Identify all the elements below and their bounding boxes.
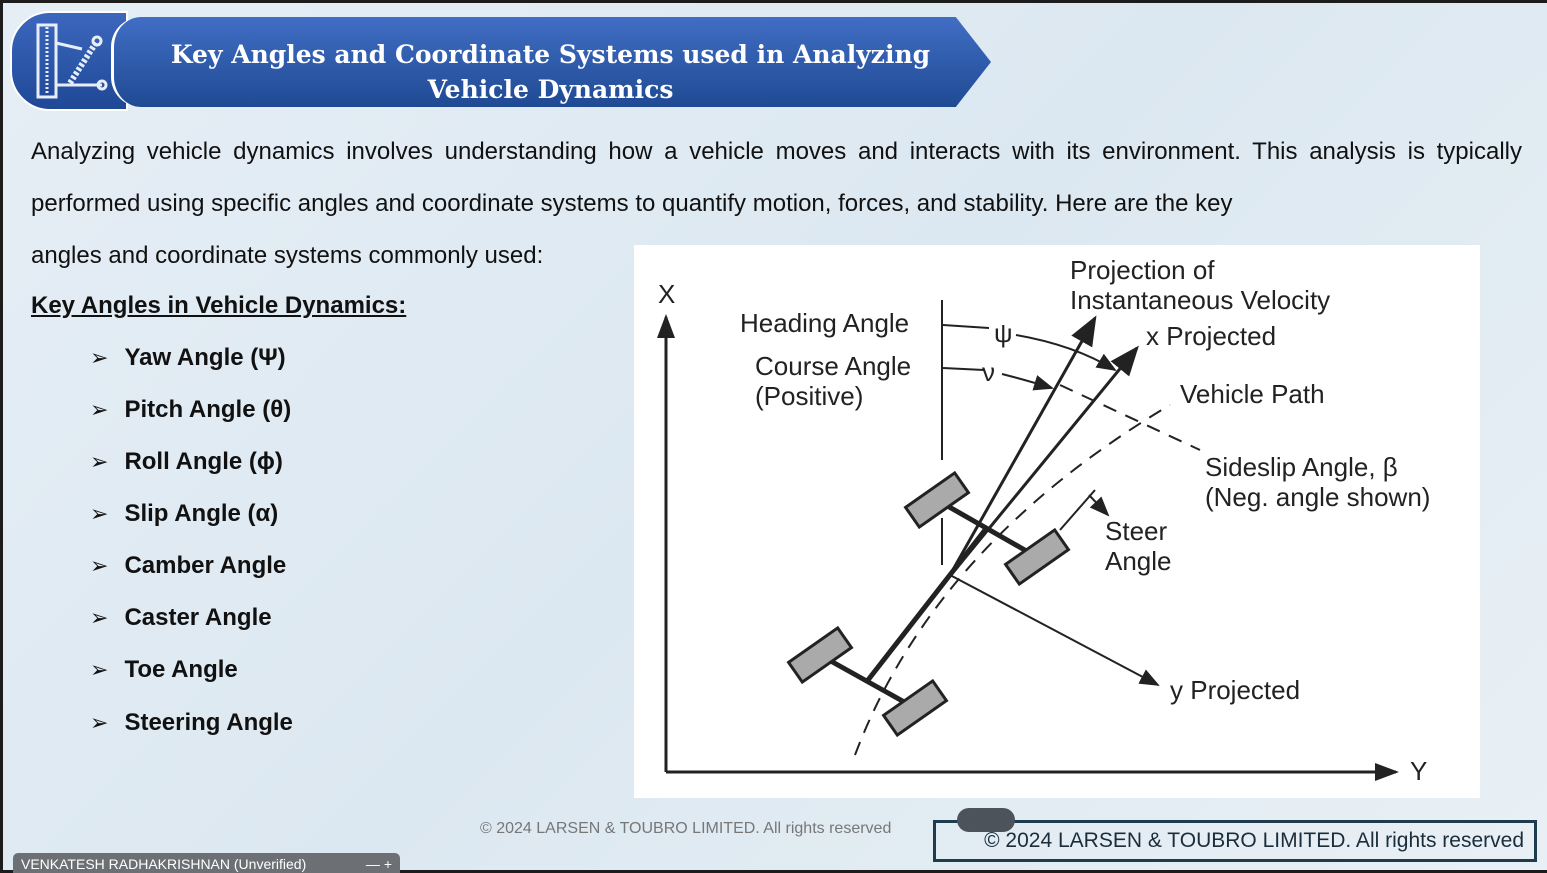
label: x Projected xyxy=(1146,321,1276,351)
y-projected-arrow xyxy=(949,574,1160,686)
steer-arrow xyxy=(1088,494,1110,517)
list-item-label: Toe Angle xyxy=(124,656,238,683)
minimize-icon[interactable]: — xyxy=(365,856,380,872)
add-icon[interactable]: + xyxy=(383,856,392,872)
front-axle xyxy=(935,497,1039,560)
label: Steer xyxy=(1105,516,1167,546)
list-item-label: Pitch Angle (θ) xyxy=(124,396,292,423)
label: y Projected xyxy=(1170,675,1300,705)
label: Vehicle Path xyxy=(1180,379,1325,409)
list-item-label: Camber Angle xyxy=(124,552,287,579)
suspension-logo-icon xyxy=(10,11,128,111)
list-item: ➢ Slip Angle (α) xyxy=(90,500,278,528)
list-item-label: Caster Angle xyxy=(124,604,272,631)
arrow-bullet-icon: ➢ xyxy=(90,553,109,579)
list-item: ➢ Roll Angle (ϕ) xyxy=(90,448,283,476)
x-axis-label: X xyxy=(658,279,675,309)
vehicle-path xyxy=(854,404,1171,756)
arrow-bullet-icon: ➢ xyxy=(90,501,109,527)
vehicle-centerline xyxy=(866,528,987,682)
y-axis-label: Y xyxy=(1410,756,1427,786)
label: (Neg. angle shown) xyxy=(1205,482,1430,512)
wheel xyxy=(1003,527,1071,587)
intro-paragraph-end: angles and coordinate systems commonly u… xyxy=(31,242,544,269)
course-angle-arc xyxy=(1001,373,1054,391)
label: Sideslip Angle, β xyxy=(1205,452,1398,482)
rear-axle xyxy=(818,652,917,711)
page-title: Key Angles and Coordinate Systems used i… xyxy=(170,40,931,104)
label: ψ xyxy=(994,318,1013,348)
toggle-handle[interactable] xyxy=(957,808,1015,832)
heading-line xyxy=(948,315,1097,576)
arrow-bullet-icon: ➢ xyxy=(90,605,109,631)
label: ν xyxy=(982,357,995,387)
participant-name-tag[interactable]: VENKATESH RADHAKRISHNAN (Unverified) — + xyxy=(13,853,400,873)
footer-copyright-faint: © 2024 LARSEN & TOUBRO LIMITED. All righ… xyxy=(480,820,892,837)
label: Instantaneous Velocity xyxy=(1070,285,1330,315)
label: Course Angle xyxy=(755,351,911,381)
steer-line xyxy=(1059,489,1096,531)
intro-paragraph: Analyzing vehicle dynamics involves unde… xyxy=(31,138,1522,217)
arrow-bullet-icon: ➢ xyxy=(90,345,109,371)
list-item: ➢ Steering Angle xyxy=(90,709,293,737)
wheel xyxy=(786,625,854,685)
list-item: ➢ Pitch Angle (θ) xyxy=(90,396,291,424)
list-item: ➢ Yaw Angle (Ψ) xyxy=(90,344,286,372)
list-item-label: Roll Angle (ϕ) xyxy=(124,448,283,475)
title-banner xyxy=(111,17,991,107)
list-item: ➢ Caster Angle xyxy=(90,604,272,632)
list-item: ➢ Toe Angle xyxy=(90,656,238,684)
arrow-bullet-icon: ➢ xyxy=(90,657,109,683)
label: Projection of xyxy=(1070,255,1215,285)
list-item-label: Slip Angle (α) xyxy=(124,500,279,527)
footer-copyright: © 2024 LARSEN & TOUBRO LIMITED. All righ… xyxy=(933,820,1537,862)
list-item-label: Steering Angle xyxy=(124,709,293,736)
arrow-bullet-icon: ➢ xyxy=(90,449,109,475)
section-heading: Key Angles in Vehicle Dynamics: xyxy=(31,292,407,319)
vehicle-angles-diagram: X Y Projection of Instantaneous Velocity… xyxy=(634,245,1480,798)
list-item-label: Yaw Angle (Ψ) xyxy=(124,344,286,371)
heading-leader xyxy=(942,324,990,329)
heading-angle-arc xyxy=(1015,334,1117,372)
label: Angle xyxy=(1105,546,1172,576)
footer-copyright-text: © 2024 LARSEN & TOUBRO LIMITED. All righ… xyxy=(984,829,1524,852)
participant-name: VENKATESH RADHAKRISHNAN (Unverified) xyxy=(21,856,307,872)
wheel xyxy=(903,470,971,530)
course-leader xyxy=(942,367,985,371)
wheel xyxy=(881,678,949,738)
arrow-bullet-icon: ➢ xyxy=(90,397,109,423)
sideslip-line xyxy=(1059,384,1201,451)
list-item: ➢ Camber Angle xyxy=(90,552,286,580)
arrow-bullet-icon: ➢ xyxy=(90,710,109,736)
label: (Positive) xyxy=(755,381,863,411)
label: Heading Angle xyxy=(740,308,909,338)
